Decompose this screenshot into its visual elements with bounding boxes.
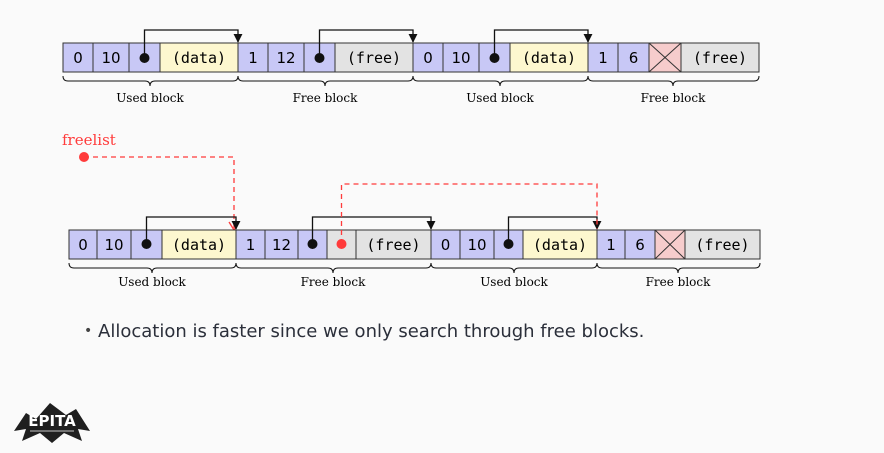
block-brace [587,75,760,87]
logo-text: EPITA [28,412,76,430]
block-label: Used block [480,275,548,289]
header-cell-size: 12 [272,236,291,254]
header-cell-size: 6 [635,236,645,254]
next-free-pointer [340,183,598,244]
bullet-icon: • [84,323,93,339]
memory-row-1: 0 10 (data) 1 12 (free) 0 10 [62,29,760,105]
null-pointer-icon [648,42,682,73]
block-label: Free block [641,91,707,105]
block-label: Used block [118,275,186,289]
header-cell-status: 0 [73,49,83,67]
next-block-arrow [143,29,243,58]
header-cell-size: 12 [276,49,295,67]
next-block-arrow [493,29,593,58]
header-cell-status: 0 [78,236,88,254]
block-brace [430,262,598,274]
block-brace [235,262,432,274]
block-brace [68,262,237,274]
header-cell-status: 1 [606,236,616,254]
header-cell-status: 1 [248,49,258,67]
next-block-arrow [318,29,418,58]
payload-data: (data) [172,236,226,254]
next-block-arrow [145,216,241,244]
payload-data: (data) [522,49,576,67]
payload-data: (data) [533,236,587,254]
block-brace [237,75,414,87]
block-label: Free block [646,275,712,289]
next-block-arrow [311,216,436,244]
block-brace [596,262,761,274]
payload-data: (data) [172,49,226,67]
header-cell-size: 10 [104,236,123,254]
freelist-label: freelist [62,131,116,149]
used-block-2: 0 10 (data) [412,42,589,73]
header-cell-status: 1 [598,49,608,67]
used-block-2: 0 10 (data) [430,229,598,260]
block-label: Used block [466,91,534,105]
block-brace [412,75,589,87]
header-cell-size: 10 [467,236,486,254]
payload-free: (free) [366,236,420,254]
bullet-point: • Allocation is faster since we only sear… [84,321,644,342]
null-pointer-icon [654,229,686,260]
payload-free: (free) [695,236,749,254]
payload-free: (free) [347,49,401,67]
free-block-2: 1 6 (free) [587,42,760,73]
block-brace [62,75,239,87]
free-block-2: 1 6 (free) [596,229,761,260]
payload-free: (free) [693,49,747,67]
header-cell-status: 0 [441,236,451,254]
freelist-pointer [84,156,235,229]
epita-logo: EPITA [14,403,90,443]
block-label: Free block [301,275,367,289]
header-cell-size: 10 [451,49,470,67]
header-cell-status: 1 [246,236,256,254]
free-block-1: 1 12 (free) [235,229,432,260]
block-label: Used block [116,91,184,105]
used-block-1: 0 10 (data) [68,229,237,260]
header-cell-size: 10 [101,49,120,67]
memory-row-2: freelist 0 10 (data) 1 12 (free) [62,131,761,289]
bullet-text: Allocation is faster since we only searc… [98,321,645,342]
header-cell-status: 0 [423,49,433,67]
block-label: Free block [293,91,359,105]
header-cell-size: 6 [629,49,639,67]
free-block-1: 1 12 (free) [237,42,414,73]
used-block-1: 0 10 (data) [62,42,239,73]
